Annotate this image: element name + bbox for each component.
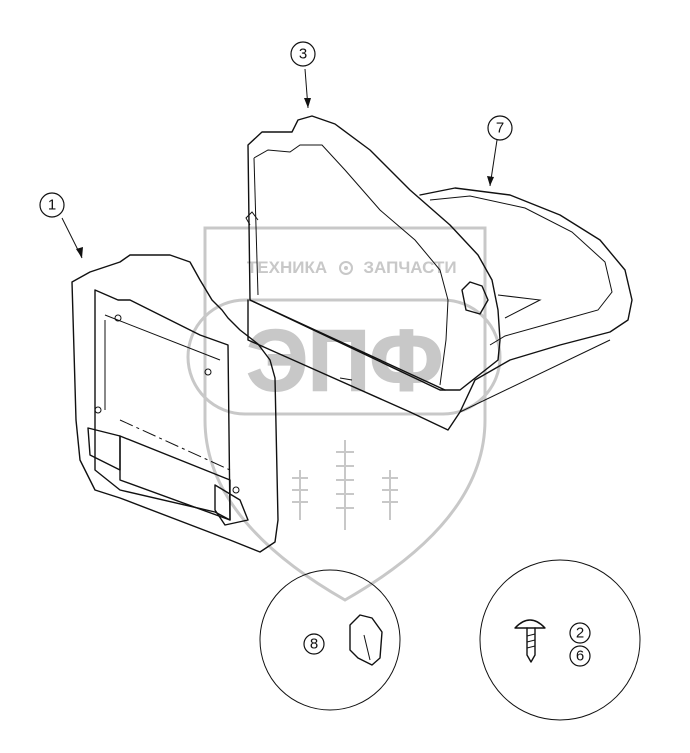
callout-2-label: 2 (576, 625, 584, 642)
detail-2-6 (479, 559, 641, 721)
callout-3-label: 3 (299, 46, 307, 63)
callout-7-label: 7 (496, 120, 504, 137)
callout-8-label: 8 (310, 636, 318, 653)
callout-2: 2 (569, 622, 591, 644)
watermark: ТЕХНИКА ЗАПЧАСТИ ЭПФ (186, 226, 502, 602)
leaders (61, 68, 498, 259)
callout-8: 8 (303, 633, 325, 655)
detail-8 (259, 569, 401, 711)
callout-7: 7 (487, 115, 513, 141)
screw-icon (514, 619, 546, 663)
callout-1-label: 1 (48, 197, 56, 214)
callout-6-label: 6 (576, 648, 584, 665)
watermark-text-right: ЗАПЧАСТИ (363, 258, 456, 277)
watermark-logo: ЭПФ (247, 313, 443, 409)
watermark-text-left: ТЕХНИКА (247, 258, 327, 277)
callout-6: 6 (569, 645, 591, 667)
part-3-seat-back (245, 115, 501, 391)
callout-1: 1 (39, 192, 65, 218)
wheat-icon (292, 440, 398, 530)
clip-icon (349, 614, 383, 666)
gear-icon (339, 261, 353, 275)
part-7-seat-pan (247, 187, 633, 431)
callout-3: 3 (290, 41, 316, 67)
